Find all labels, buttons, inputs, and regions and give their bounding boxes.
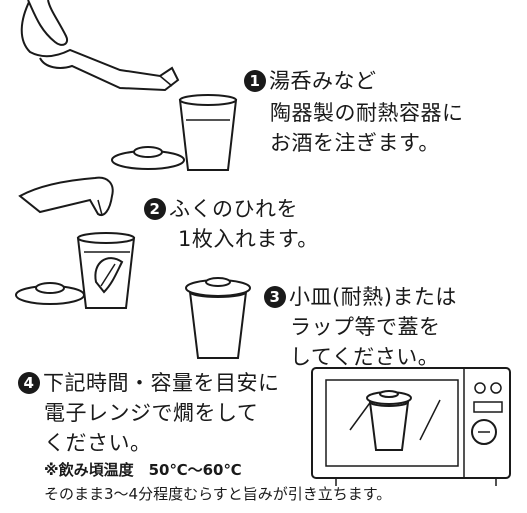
hand-pouring-bottle-icon — [20, 0, 180, 92]
lid-plate-icon — [185, 277, 251, 297]
lid-plate-icon — [15, 282, 85, 305]
hand-dropping-fin-icon — [18, 176, 114, 216]
step1-line3: お酒を注ぎます。 — [270, 131, 440, 155]
step4-line3: ください。 — [44, 431, 152, 455]
cup-icon — [178, 94, 238, 171]
step-number-badge: 2 — [144, 198, 166, 220]
step-number-badge: 4 — [18, 372, 40, 394]
step-number-badge: 1 — [244, 70, 266, 92]
footer-note: そのまま3〜4分程度むらすと旨みが引き立ちます。 — [44, 485, 392, 503]
step1-line2: 陶器製の耐熱容器に — [270, 101, 464, 125]
lid-plate-icon — [111, 146, 185, 170]
step-number-badge: 3 — [264, 286, 286, 308]
cup-icon — [188, 286, 248, 359]
step2-line2: 1枚入れます。 — [178, 227, 319, 251]
fin-icon — [94, 257, 124, 294]
temperature-note: ※飲み頃温度 50℃〜60℃ — [44, 461, 242, 479]
step3-line3: してください。 — [290, 345, 440, 369]
microwave-icon — [311, 367, 511, 486]
step4-line2: 電子レンジで燗をして — [44, 401, 259, 425]
step3-line2: ラップ等で蓋を — [290, 315, 441, 339]
